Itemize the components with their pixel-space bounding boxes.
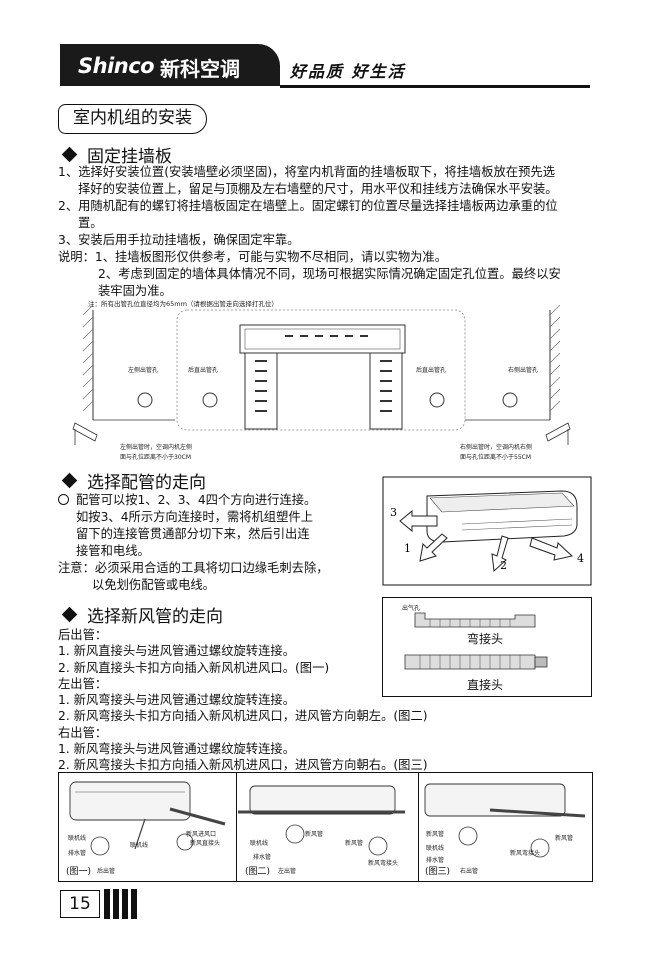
- fig2-label: 新风管: [305, 831, 324, 838]
- heading-fresh-air: 选择新风管的走向: [58, 602, 223, 627]
- brand-bar: [60, 44, 280, 86]
- left-clearance-note-2: 面与孔位距离不小于30CM: [120, 454, 192, 461]
- section-title: 室内机组的安装: [58, 104, 207, 134]
- page-bar: [122, 889, 128, 919]
- piping-text: 配管可以按1、2、3、4四个方向进行连接。 如按3、4所示方向连接时，需将机组塑…: [58, 493, 329, 592]
- rear-hole-right-label: 后直出管孔: [416, 367, 447, 374]
- fig1-label: 新风直接头: [190, 840, 221, 847]
- piping-direction-diagram: 1 2 3 4: [382, 476, 592, 586]
- diagram-note: 注：所有出管孔位直径均为65mm（请根据出管走向选择打孔位）: [88, 300, 278, 308]
- fresh-air-figures: [69, 781, 586, 858]
- connector-diagram: [404, 612, 548, 670]
- fig3-label: 新风管: [555, 835, 574, 842]
- right-hole-label: 右侧出管孔: [508, 367, 539, 374]
- svg-text:2: 2: [500, 559, 507, 572]
- fig3-label: 排水管: [426, 857, 445, 864]
- fig1-label: 后出管: [97, 868, 116, 875]
- rear-hole-left-label: 后直出管孔: [188, 367, 219, 374]
- diamond-bullet-icon: [61, 146, 78, 163]
- fig1-label: 联机线: [130, 842, 149, 849]
- slogan: 好品质 好生活: [290, 62, 406, 81]
- svg-text:3: 3: [390, 506, 397, 519]
- fig2-label: 排水管: [253, 854, 272, 861]
- page-bar: [104, 889, 110, 919]
- brand-chinese-name: 新科空调: [160, 57, 240, 81]
- fig1-caption: (图一): [66, 867, 92, 877]
- left-clearance-note-1: 左侧出管时，空调内机左侧: [120, 444, 193, 451]
- heading-wall-plate: 固定挂墙板: [58, 142, 172, 167]
- wall-plate-text: 1、选择好安装位置(安装墙壁必须坚固)，将室内机背面的挂墙板取下，将挂墙板放在预…: [58, 165, 561, 298]
- diamond-bullet-icon: [61, 472, 78, 489]
- fig3-label: 新风弯接头: [510, 850, 541, 857]
- fresh-air-text: 后出管： 1. 新风直接头与进风管通过螺纹旋转连接。 2. 新风直接头卡扣方向插…: [58, 628, 428, 773]
- page-number: 15: [60, 890, 100, 918]
- fig3-caption: (图三): [425, 867, 451, 877]
- svg-text:1: 1: [404, 542, 411, 555]
- figure-divider: [418, 772, 419, 882]
- figure-divider: [236, 772, 237, 882]
- fig3-label: 联机线: [426, 845, 445, 852]
- heading-piping: 选择配管的走向: [58, 468, 206, 493]
- fig2-label: 新风管: [345, 840, 364, 847]
- diamond-bullet-icon: [61, 606, 78, 623]
- header-rule: [280, 85, 590, 88]
- fig2-label: 新风弯接头: [368, 860, 399, 867]
- fig1-label: 联机线: [68, 835, 87, 842]
- svg-text:4: 4: [577, 552, 584, 565]
- fig3-label: 右出管: [460, 868, 479, 875]
- elbow-connector-label: 弯接头: [467, 632, 504, 646]
- left-hole-label: 左侧出管孔: [128, 367, 159, 374]
- fig2-label: 左出管: [278, 868, 297, 875]
- fig2-caption: (图二): [245, 867, 271, 877]
- wall-plate-diagram: [72, 305, 571, 445]
- connector-types-box: [382, 597, 592, 697]
- fig2-label: 联机线: [250, 840, 269, 847]
- figures-box: [58, 772, 593, 882]
- brand-logo: Shinco: [78, 54, 155, 78]
- elbow-outlet-label: 出气孔: [402, 605, 421, 612]
- page-bar: [113, 889, 119, 919]
- right-clearance-note-2: 面与孔位距离不小于55CM: [460, 454, 532, 461]
- fig1-label: 排水管: [68, 850, 87, 857]
- fig3-label: 新风管: [426, 831, 445, 838]
- right-clearance-note-1: 右侧出管时，空调内机右侧: [460, 444, 533, 451]
- straight-connector-label: 直接头: [467, 678, 504, 692]
- fig1-label: 新风进风口: [186, 831, 217, 838]
- circle-bullet-icon: [58, 494, 69, 505]
- page-bar: [131, 889, 137, 919]
